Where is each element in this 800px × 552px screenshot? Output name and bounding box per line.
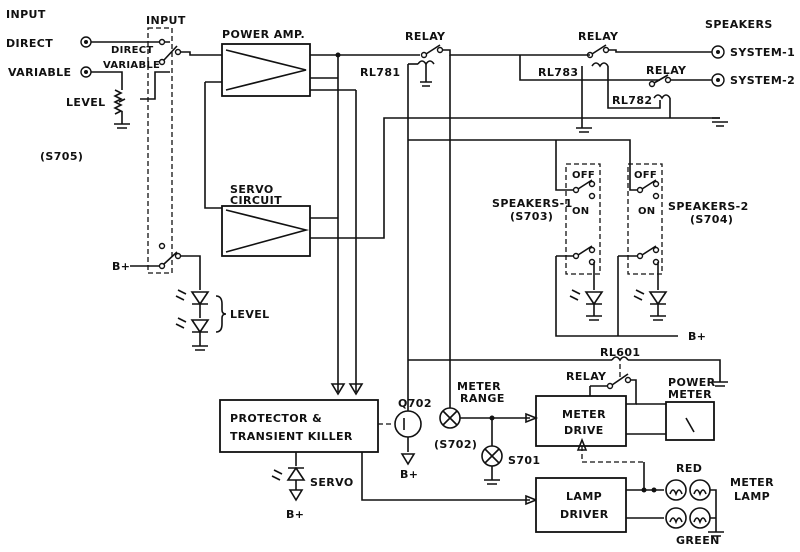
input-direct-label-2: DIRECT xyxy=(6,37,53,50)
lamp-driver-label-2: DRIVER xyxy=(560,508,609,521)
power-meter-icon xyxy=(665,401,715,441)
protector-label-1: PROTECTOR & xyxy=(230,412,322,425)
level-led-label: LEVEL xyxy=(230,308,270,321)
rl601-label: RL601 xyxy=(600,346,640,359)
power-meter-label-2: METER xyxy=(668,388,712,401)
servo-amplifier-icon xyxy=(225,209,310,253)
meter-drive-label-1: METER xyxy=(562,408,606,421)
meter-drive-block xyxy=(535,395,627,447)
relay-rl781-title: RELAY xyxy=(405,30,446,43)
servo-circuit-block xyxy=(221,205,311,257)
lamp-driver-label-1: LAMP xyxy=(566,490,602,503)
b-plus-label-2: B+ xyxy=(688,330,706,343)
b-plus-label-4: B+ xyxy=(286,508,304,521)
s703-label: (S703) xyxy=(510,210,553,223)
power-amp-section: POWER AMP. SERVO CIRCUIT xyxy=(204,28,720,396)
relay-section: RELAY RL781 RELAY RL783 RELAY RL782 SPEA… xyxy=(360,18,795,392)
green-lamp-icon xyxy=(689,507,711,529)
input-switch-label: INPUT xyxy=(146,14,186,27)
green-lamp-icon xyxy=(665,507,687,529)
servo-circuit-label-1: SERVO xyxy=(230,183,274,196)
protector-section: PROTECTOR & TRANSIENT KILLER SERVO B+ xyxy=(219,399,539,521)
relay-coil-icon xyxy=(591,62,609,68)
speakers-label: SPEAKERS xyxy=(705,18,773,31)
protector-transient-killer-block xyxy=(219,399,379,453)
relay-rl601-title: RELAY xyxy=(566,370,607,383)
level-pot-label: LEVEL xyxy=(66,96,106,109)
input-switch-s705 xyxy=(147,27,173,274)
meter-range-label-2: RANGE xyxy=(460,392,505,405)
relay-coil-icon xyxy=(611,356,629,362)
rl781-label: RL781 xyxy=(360,66,400,79)
relay-rl783-title: RELAY xyxy=(578,30,619,43)
amplifier-icon xyxy=(225,49,307,91)
s701-label: S701 xyxy=(508,454,540,467)
relay-coil-icon xyxy=(417,60,435,66)
meter-lamp-label-2: LAMP xyxy=(734,490,770,503)
q702-transistor-icon xyxy=(394,410,422,438)
speakers1-off-label: OFF xyxy=(572,170,595,181)
speakers1-label: SPEAKERS-1 xyxy=(492,197,573,210)
variable-input-label: VARIABLE xyxy=(8,66,71,79)
meter-section: RL601 RELAY POWER METER METER DRIVE Q702… xyxy=(394,346,728,485)
speaker-switches: OFF ON SPEAKERS-1 (S703) OFF ON SPEAKERS xyxy=(492,160,749,343)
servo-led-icon xyxy=(286,466,306,481)
input-direct-label-1: INPUT xyxy=(6,8,46,21)
b-plus-label-3: B+ xyxy=(400,468,418,481)
led-icon xyxy=(584,291,604,306)
power-meter-label-1: POWER xyxy=(668,376,716,389)
red-lamp-icon xyxy=(689,479,711,501)
red-lamp-icon xyxy=(665,479,687,501)
speakers1-switch-s703 xyxy=(565,163,601,275)
meter-lamp-label-1: METER xyxy=(730,476,774,489)
s702-label: (S702) xyxy=(434,438,477,451)
b-plus-label-1: B+ xyxy=(112,260,130,273)
q702-label: Q702 xyxy=(398,397,432,410)
speakers2-on-label: ON xyxy=(638,206,655,217)
protector-label-2: TRANSIENT KILLER xyxy=(230,430,353,443)
lamp-driver-block xyxy=(535,477,627,533)
rl782-label: RL782 xyxy=(612,94,652,107)
s705-label: (S705) xyxy=(40,150,83,163)
red-label: RED xyxy=(676,462,702,475)
input-section: INPUT DIRECT VARIABLE LEVEL INPUT DIRECT… xyxy=(6,8,270,351)
green-label: GREEN xyxy=(676,534,720,547)
servo-led-label: SERVO xyxy=(310,476,354,489)
speakers2-switch-s704 xyxy=(627,163,663,275)
direct-position-label: DIRECT xyxy=(111,45,154,56)
power-amp-label: POWER AMP. xyxy=(222,28,305,41)
speakers2-label: SPEAKERS-2 xyxy=(668,200,749,213)
led-icon xyxy=(190,319,210,334)
meter-drive-label-2: DRIVE xyxy=(564,424,604,437)
relay-rl782-title: RELAY xyxy=(646,64,687,77)
speakers2-off-label: OFF xyxy=(634,170,657,181)
meter-range-label-1: METER xyxy=(457,380,501,393)
system1-label: SYSTEM-1 xyxy=(730,46,795,59)
variable-position-label: VARIABLE xyxy=(103,60,160,71)
servo-circuit-label-2: CIRCUIT xyxy=(230,194,282,207)
relay-coil-icon xyxy=(653,94,671,100)
rl783-label: RL783 xyxy=(538,66,578,79)
lamp-driver-section: LAMP DRIVER RED GREEN METER LAMP xyxy=(535,462,774,547)
speakers1-on-label: ON xyxy=(572,206,589,217)
s704-label: (S704) xyxy=(690,213,733,226)
led-icon xyxy=(190,291,210,306)
led-icon xyxy=(648,291,668,306)
system2-label: SYSTEM-2 xyxy=(730,74,795,87)
